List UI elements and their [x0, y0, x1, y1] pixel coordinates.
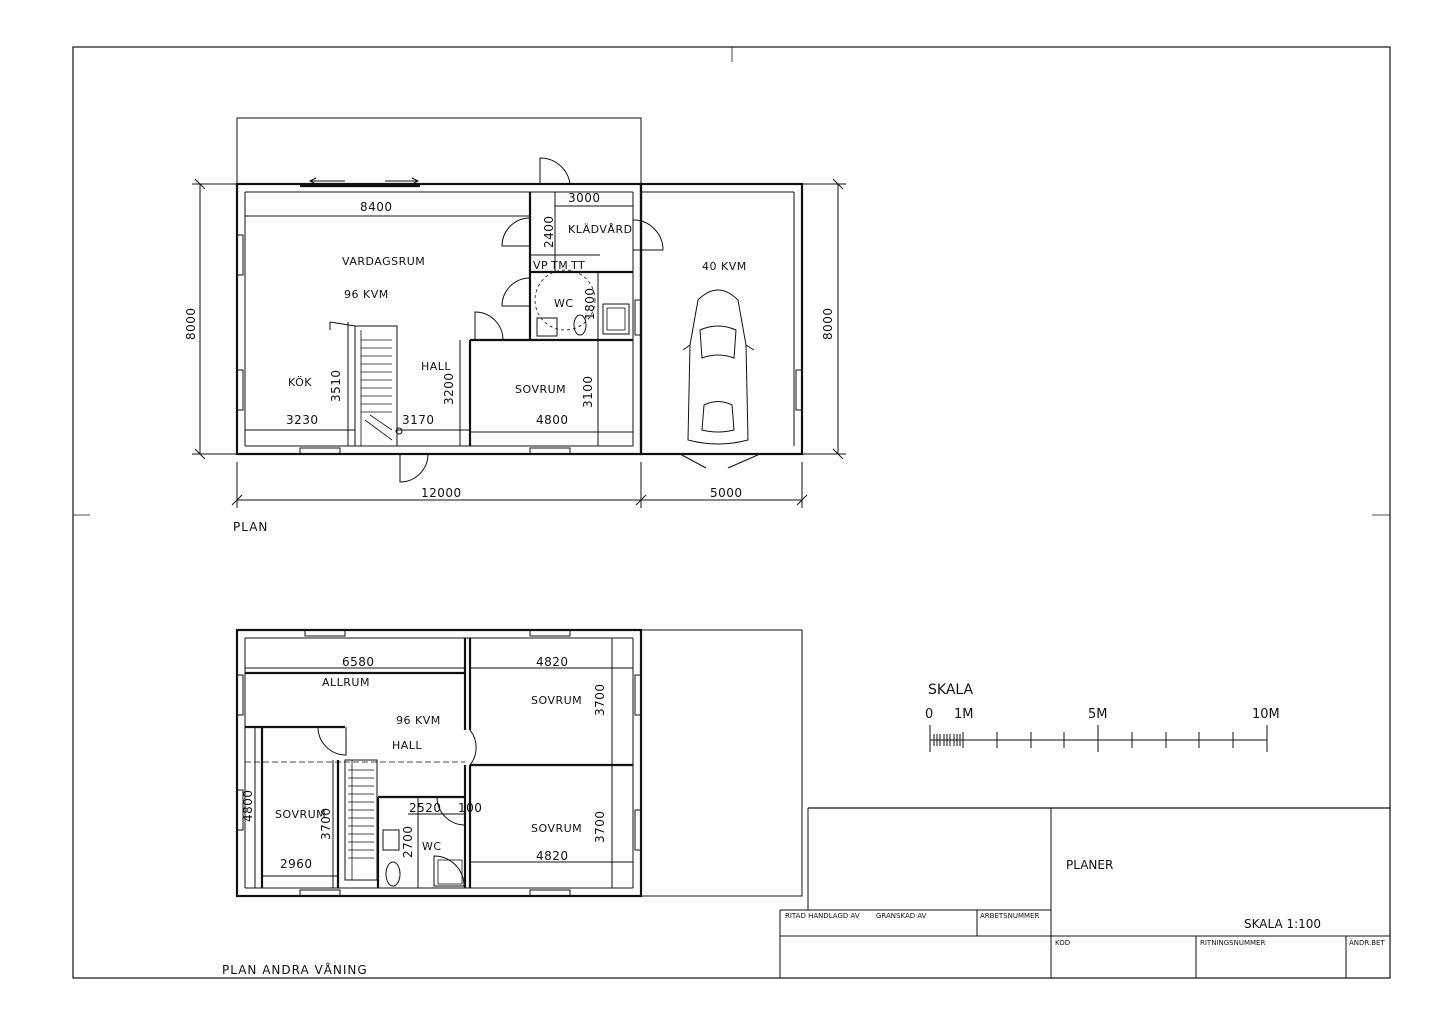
dim-2520: 2520	[409, 801, 442, 815]
room-label-tm: TM	[550, 259, 568, 272]
label-granskad: GRANSKAD AV	[876, 912, 927, 920]
scale-tick-5m: 5M	[1088, 707, 1108, 722]
dim-4800-upper: 4800	[241, 789, 255, 822]
dim-6580: 6580	[342, 655, 375, 669]
label-kod: KOD	[1055, 939, 1070, 947]
plan-title-ground: PLAN	[233, 520, 268, 534]
dim-3700-left: 3700	[319, 807, 333, 840]
room-label-vardagsrum: VARDAGSRUM	[342, 255, 425, 268]
dim-3510: 3510	[329, 369, 343, 402]
dim-3700-top: 3700	[593, 683, 607, 716]
room-label-allrum: ALLRUM	[322, 676, 370, 689]
dim-4820-bottom: 4820	[536, 849, 569, 863]
sheet-border	[72, 46, 1391, 979]
dim-3700-bottom: 3700	[593, 810, 607, 843]
car-icon	[682, 289, 755, 445]
drawing-title: PLANER	[1066, 858, 1113, 872]
room-label-hall-upper: HALL	[392, 739, 422, 752]
room-label-sovrum: SOVRUM	[515, 383, 566, 396]
dim-3170: 3170	[402, 413, 435, 427]
dim-2960: 2960	[280, 857, 313, 871]
garage-area-label: 40 KVM	[702, 260, 747, 273]
room-label-kladvard: KLÄDVÅRD	[568, 223, 633, 236]
dim-8000-left: 8000	[184, 307, 198, 340]
label-andr-bet: ÄNDR.BET	[1349, 938, 1385, 947]
dim-1800: 1800	[583, 287, 597, 320]
dim-3200: 3200	[442, 372, 456, 405]
dim-2700: 2700	[401, 825, 415, 858]
dim-5000: 5000	[710, 486, 743, 500]
dim-2400: 2400	[542, 215, 556, 248]
dim-4800: 4800	[536, 413, 569, 427]
label-arbetsnummer: ARBETSNUMMER	[980, 912, 1039, 920]
dim-8000-right: 8000	[821, 307, 835, 340]
plan-ground-floor: VARDAGSRUM 96 KVM KÖK HALL SOVRUM KLÄDVÅ…	[184, 117, 846, 534]
scale-tick-10m: 10M	[1252, 707, 1280, 722]
label-ritningsnummer: RITNINGSNUMMER	[1200, 939, 1265, 947]
room-label-kok: KÖK	[288, 376, 312, 389]
scale-tick-0: 0	[925, 707, 933, 722]
dim-3230: 3230	[286, 413, 319, 427]
area-label-upper: 96 KVM	[396, 714, 441, 727]
scale-text: SKALA 1:100	[1244, 917, 1321, 931]
dim-100: 100	[458, 801, 482, 815]
scale-title: SKALA	[928, 682, 974, 698]
dim-3100: 3100	[581, 375, 595, 408]
label-ritad: RITAD HANDLAGD AV	[785, 912, 860, 920]
scale-tick-1m: 1M	[954, 707, 974, 722]
room-label-vp: VP	[533, 259, 548, 272]
room-label-sovrum-left: SOVRUM	[275, 808, 326, 821]
dim-3000: 3000	[568, 191, 601, 205]
room-label-hall: HALL	[421, 360, 451, 373]
title-block: PLANER SKALA 1:100 RITAD HANDLAGD AV GRA…	[779, 807, 1390, 978]
room-label-wc: WC	[554, 297, 574, 310]
plan-upper-floor: ALLRUM 96 KVM HALL SOVRUM SOVRUM SOVRUM …	[222, 628, 803, 977]
plan-title-upper: PLAN ANDRA VÅNING	[222, 962, 368, 977]
area-label-ground: 96 KVM	[344, 288, 389, 301]
room-label-wc-upper: WC	[422, 840, 442, 853]
dim-12000: 12000	[421, 486, 462, 500]
dim-4820-top: 4820	[536, 655, 569, 669]
dim-8400: 8400	[360, 200, 393, 214]
room-label-tt: TT	[570, 259, 585, 272]
scale-bar: SKALA 0 1M 5M 10M	[925, 682, 1280, 752]
room-label-sovrum-bottom-right: SOVRUM	[531, 822, 582, 835]
room-label-sovrum-top-right: SOVRUM	[531, 694, 582, 707]
